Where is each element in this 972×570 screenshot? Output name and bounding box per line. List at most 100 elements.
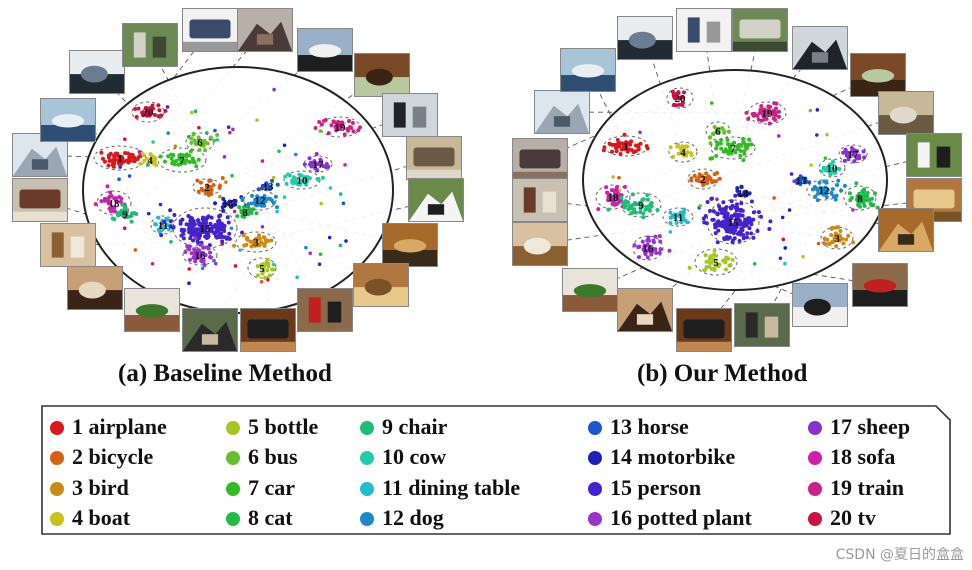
embedding-point	[757, 111, 762, 116]
embedding-point	[149, 106, 154, 111]
embedding-point	[346, 128, 351, 133]
cluster-17: 17	[838, 144, 868, 164]
embedding-point	[729, 229, 734, 234]
embedding-point	[168, 224, 173, 229]
chair-photo	[512, 222, 568, 266]
embedding-point	[737, 207, 742, 212]
embedding-point	[739, 184, 744, 189]
embedding-point	[610, 201, 615, 206]
embedding-point	[837, 167, 842, 172]
embedding-point	[110, 162, 115, 167]
embedding-point	[742, 149, 747, 154]
embedding-point	[112, 157, 117, 162]
embedding-point	[747, 137, 752, 142]
embedding-point	[824, 191, 829, 196]
outlier-point	[229, 226, 234, 231]
embedding-point	[650, 246, 655, 251]
dog-photo	[878, 208, 934, 252]
cluster-label: 13	[796, 175, 808, 187]
cluster-9: 9	[110, 202, 139, 224]
embedding-point	[112, 205, 117, 210]
embedding-point	[218, 227, 223, 232]
legend-item-1: 1 airplane	[50, 414, 167, 440]
embedding-point	[870, 196, 875, 201]
cluster-9: 9	[606, 192, 662, 220]
embedding-point	[613, 191, 618, 196]
embedding-point	[746, 216, 751, 221]
embedding-point	[242, 214, 247, 219]
outlier-point	[823, 156, 828, 160]
embedding-point	[711, 209, 716, 214]
embedding-point	[672, 96, 677, 101]
embedding-point	[317, 161, 322, 166]
embedding-point	[105, 184, 110, 189]
embedding-point	[214, 225, 219, 230]
embedding-point	[209, 229, 214, 234]
outlier-point	[611, 175, 615, 179]
legend-dot	[50, 451, 64, 465]
legend-dot	[360, 482, 374, 496]
embedding-point	[732, 140, 737, 145]
embedding-point	[724, 205, 729, 210]
outlier-point	[317, 262, 322, 267]
embedding-point	[702, 267, 707, 272]
embedding-point	[220, 205, 225, 210]
embedding-point	[331, 119, 336, 124]
embedding-point	[191, 255, 196, 260]
embedding-point	[615, 137, 620, 142]
embedding-point	[307, 156, 312, 161]
embedding-point	[832, 236, 837, 241]
bird-photo	[297, 288, 353, 332]
embedding-point	[187, 247, 192, 252]
embedding-point	[744, 110, 749, 115]
embedding-point	[630, 203, 635, 208]
legend-item-15: 15 person	[588, 475, 701, 501]
legend-frame	[41, 405, 951, 535]
outlier-point	[260, 224, 265, 229]
embedding-point	[714, 179, 719, 184]
embedding-point	[759, 104, 764, 109]
bicycle-photo	[237, 8, 293, 52]
cluster-10: 10	[818, 158, 846, 178]
embedding-point	[703, 253, 708, 258]
embedding-point	[861, 149, 866, 154]
embedding-point	[680, 144, 685, 149]
embedding-point	[172, 213, 177, 218]
embedding-point	[171, 159, 176, 164]
embedding-point	[702, 220, 707, 225]
embedding-point	[715, 143, 720, 148]
embedding-point	[750, 111, 755, 116]
embedding-point	[284, 181, 289, 186]
embedding-point	[846, 233, 851, 238]
embedding-point	[145, 162, 150, 167]
embedding-point	[714, 253, 719, 258]
embedding-point	[819, 169, 824, 174]
embedding-point	[271, 200, 276, 205]
cluster-11: 11	[662, 207, 694, 227]
embedding-point	[751, 217, 756, 222]
embedding-point	[751, 210, 756, 215]
motorbike-photo	[297, 28, 353, 72]
embedding-point	[733, 205, 738, 210]
embedding-point	[774, 101, 779, 106]
embedding-point	[741, 224, 746, 229]
embedding-point	[106, 196, 111, 201]
embedding-point	[187, 244, 192, 249]
legend-item-16: 16 potted plant	[588, 505, 752, 531]
embedding-point	[321, 164, 326, 169]
outlier-point	[293, 152, 298, 157]
embedding-point	[739, 226, 744, 231]
embedding-point	[852, 159, 857, 164]
embedding-point	[722, 129, 727, 134]
outlier-point	[215, 138, 220, 142]
embedding-point	[645, 206, 650, 211]
embedding-point	[196, 218, 201, 223]
embedding-point	[679, 220, 684, 225]
caption-baseline: (a) Baseline Method	[118, 360, 332, 387]
embedding-point	[834, 244, 839, 249]
outlier-point	[173, 144, 178, 149]
embedding-point	[118, 160, 123, 165]
embedding-point	[705, 200, 710, 205]
embedding-point	[184, 152, 189, 157]
cluster-ring	[838, 144, 868, 164]
